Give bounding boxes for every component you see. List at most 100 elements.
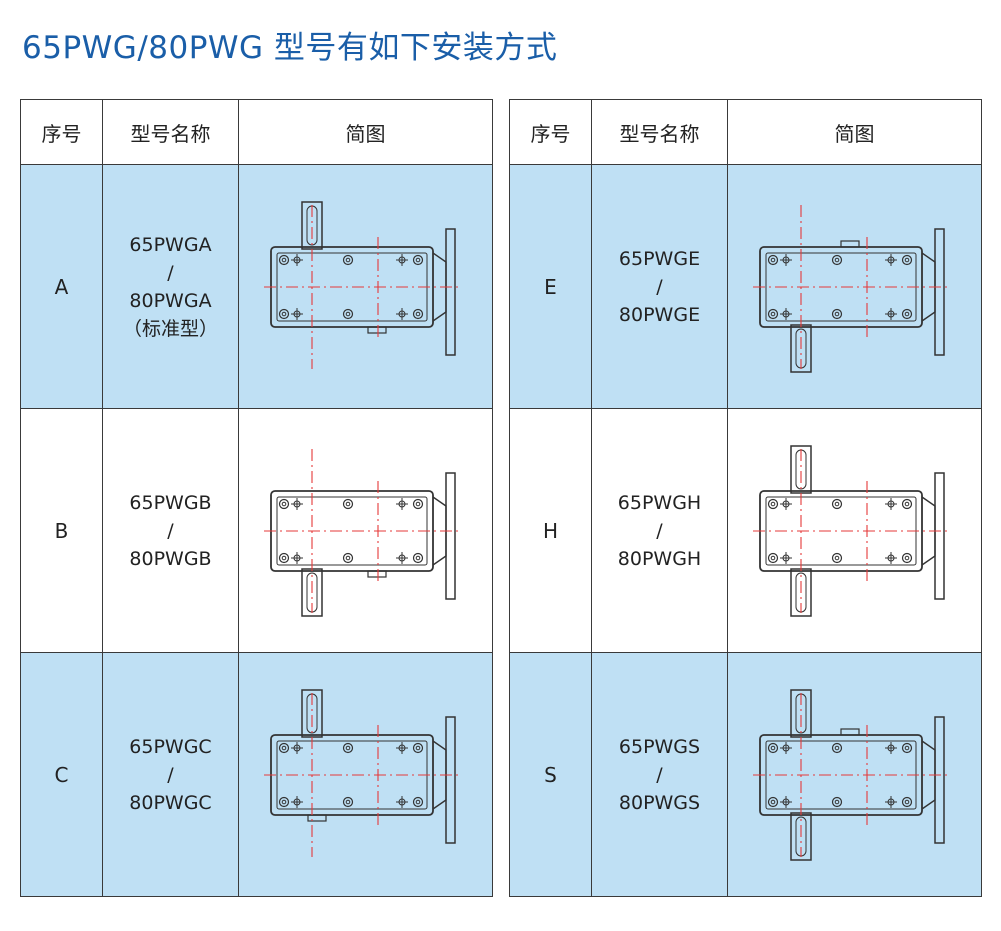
row-model-name: 65PWGS / 80PWGS — [591, 652, 728, 897]
bolt-hole — [831, 742, 842, 753]
drain-plug — [306, 813, 327, 822]
bolt-hole — [831, 308, 842, 319]
gearbox-diagram — [752, 204, 951, 373]
model-name-line2: 80PWGC — [129, 791, 212, 814]
table-row: B 65PWGB / 80PWGB — [20, 408, 493, 653]
row-diagram — [727, 408, 982, 653]
row-model-name: 65PWGC / 80PWGC — [102, 652, 239, 897]
bolt-hole-inner — [345, 745, 350, 750]
bolt-hole — [342, 498, 353, 509]
table-row: H 65PWGH / 80PWGH — [509, 408, 982, 653]
mounting-flange — [933, 471, 945, 600]
bolt-hole-inner — [345, 799, 350, 804]
bolt-hole — [412, 742, 423, 753]
bolt-hole — [831, 498, 842, 509]
bolt-hole — [831, 796, 842, 807]
mounting-flange — [933, 715, 945, 844]
mounting-flange — [444, 471, 456, 600]
bolt-hole — [278, 552, 289, 563]
bolt-hole-inner — [770, 745, 775, 750]
header-code: 序号 — [509, 99, 592, 165]
model-name-line2: 80PWGB — [129, 547, 212, 570]
header-model: 型号名称 — [102, 99, 239, 165]
header-diagram: 简图 — [238, 99, 493, 165]
row-diagram — [238, 408, 493, 653]
drain-plug — [839, 727, 860, 736]
bolt-hole — [767, 254, 778, 265]
table-row: C 65PWGC / 80PWGC — [20, 652, 493, 897]
bolt-hole-inner — [770, 501, 775, 506]
bolt-hole-inner — [770, 257, 775, 262]
bolt-hole — [901, 254, 912, 265]
bolt-hole-inner — [770, 555, 775, 560]
bolt-hole-inner — [904, 257, 909, 262]
model-name-separator: / — [167, 763, 174, 786]
bolt-hole-inner — [281, 311, 286, 316]
mounting-table-right: 序号 型号名称 简图 E 65PWGE / 80PWGE H 65PWGH / … — [509, 99, 982, 897]
bolt-hole-inner — [834, 799, 839, 804]
model-name-separator: / — [656, 275, 663, 298]
gearbox-diagram — [752, 688, 951, 861]
model-name-line1: 65PWGE — [618, 247, 701, 270]
bolt-hole — [767, 308, 778, 319]
bolt-hole-inner — [834, 555, 839, 560]
bolt-hole — [901, 552, 912, 563]
mounting-flange — [933, 227, 945, 356]
bolt-hole — [278, 498, 289, 509]
bolt-hole — [342, 254, 353, 265]
bolt-hole — [901, 498, 912, 509]
gearbox-diagram — [752, 444, 951, 617]
header-diagram: 简图 — [727, 99, 982, 165]
page-title: 65PWG/80PWG 型号有如下安装方式 — [22, 30, 558, 66]
bolt-hole — [412, 308, 423, 319]
mounting-table-left: 序号 型号名称 简图 A 65PWGA / 80PWGA （标准型） B 65P… — [20, 99, 493, 897]
row-code: A — [20, 164, 103, 409]
bolt-hole-inner — [415, 745, 420, 750]
bolt-hole-inner — [345, 311, 350, 316]
mounting-flange — [444, 227, 456, 356]
bolt-hole — [831, 254, 842, 265]
bolt-hole — [342, 308, 353, 319]
row-code: H — [509, 408, 592, 653]
bolt-hole-inner — [415, 555, 420, 560]
bolt-hole-inner — [281, 555, 286, 560]
bolt-hole — [767, 498, 778, 509]
header-code: 序号 — [20, 99, 103, 165]
bolt-hole — [767, 796, 778, 807]
bolt-hole-inner — [834, 257, 839, 262]
model-name-line1: 65PWGB — [129, 491, 212, 514]
row-code: B — [20, 408, 103, 653]
bolt-hole — [412, 498, 423, 509]
model-name-separator: / — [656, 763, 663, 786]
model-name-line2: 80PWGA — [129, 289, 212, 312]
bolt-hole-inner — [345, 555, 350, 560]
bolt-hole-inner — [415, 799, 420, 804]
bolt-hole — [901, 796, 912, 807]
bolt-hole-inner — [345, 501, 350, 506]
bolt-hole-inner — [904, 799, 909, 804]
bolt-hole — [901, 308, 912, 319]
bolt-hole — [278, 308, 289, 319]
row-diagram — [238, 652, 493, 897]
bolt-hole — [412, 796, 423, 807]
table-row: A 65PWGA / 80PWGA （标准型） — [20, 164, 493, 409]
bolt-hole — [342, 552, 353, 563]
bolt-hole — [278, 742, 289, 753]
model-name-line1: 65PWGA — [129, 233, 212, 256]
bolt-hole — [767, 552, 778, 563]
bolt-hole-inner — [904, 501, 909, 506]
model-name-line2: 80PWGH — [617, 547, 702, 570]
row-diagram — [727, 652, 982, 897]
bolt-hole — [901, 742, 912, 753]
table-header-row: 序号 型号名称 简图 — [509, 99, 982, 165]
row-code: E — [509, 164, 592, 409]
row-code: C — [20, 652, 103, 897]
bolt-hole-inner — [770, 799, 775, 804]
row-model-name: 65PWGB / 80PWGB — [102, 408, 239, 653]
bolt-hole — [412, 552, 423, 563]
model-name-line2: 80PWGE — [618, 303, 701, 326]
bolt-hole-inner — [834, 501, 839, 506]
drain-plug — [366, 325, 387, 334]
row-code: S — [509, 652, 592, 897]
bolt-hole-inner — [281, 799, 286, 804]
